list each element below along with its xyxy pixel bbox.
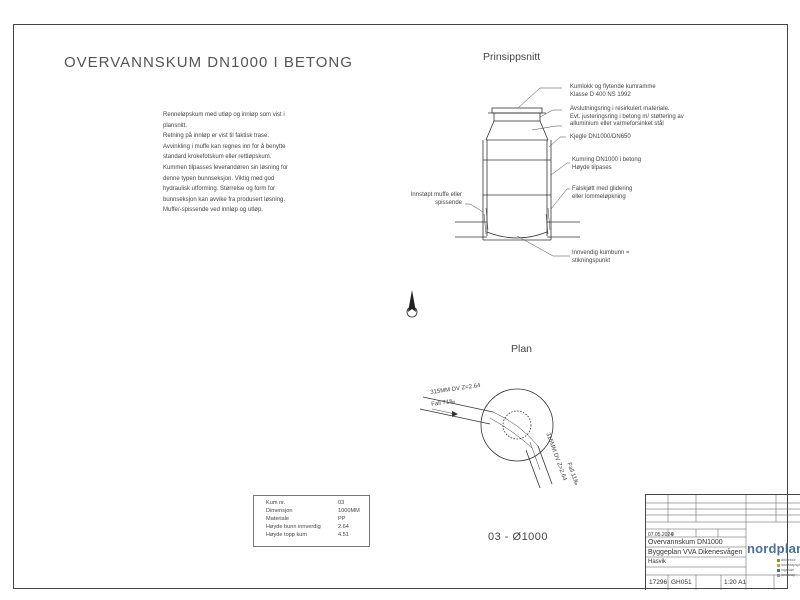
note-line: plansnitt. xyxy=(163,122,188,129)
note-line: hydraulisk utforming. Størrelse og form … xyxy=(163,186,276,193)
legend-item: ingeniør xyxy=(781,568,794,572)
tb-client: Hasvik xyxy=(648,559,667,565)
tb-rev: 0 xyxy=(671,532,674,538)
plan-heading: Plan xyxy=(511,343,533,355)
north-arrow-icon xyxy=(406,290,418,318)
note-line: Renneløpskum med utløp og innløp som vis… xyxy=(163,112,285,118)
tb-date: 07.05.2024 xyxy=(648,532,674,538)
note-line: denne typen bunnseksjon. Viktig med god xyxy=(163,175,275,182)
note-line: Retning på innløp er vist til faktisk tr… xyxy=(163,133,270,140)
label-invert: Innvendig kumbunn =stikningspunkt xyxy=(572,250,630,264)
section-heading: Prinsippsnitt xyxy=(483,51,541,63)
legend-item: arkitektur xyxy=(781,558,796,562)
nordplan-logo: nordplan xyxy=(747,541,800,556)
legend-dot xyxy=(777,574,780,577)
label-cone: Kjegle DN1000/DN650 xyxy=(570,134,631,140)
tb-drawing-title: Overvannskum DN1000 xyxy=(648,539,723,546)
drawing-frame xyxy=(13,24,788,589)
flow-arrow-icon xyxy=(452,411,458,417)
tb-project: Byggeplan VVA Dikenesvågen xyxy=(648,549,743,556)
manhole-id-label: 03 - Ø1000 xyxy=(488,531,549,543)
label-adjustment-ring: Avslutningsring i resirkulert materiale.… xyxy=(570,106,684,128)
legend-dot xyxy=(777,564,780,567)
legend-item: landskap xyxy=(781,573,796,577)
tb-drawing-no: GH051 xyxy=(671,579,692,586)
legend-dot xyxy=(777,559,780,562)
drawing-title: OVERVANNSKUM DN1000 I BETONG xyxy=(64,54,353,71)
tb-project-no: 17296 xyxy=(649,579,668,586)
note-line: standard krokefotskum eller rettløpskum. xyxy=(163,154,272,161)
legend-item: landskapsplan xyxy=(781,563,800,567)
note-line: bunnseksjon kan avvike fra produsert løs… xyxy=(163,196,286,203)
cone xyxy=(485,120,549,141)
note-line: Kummen tilpasses leverandøren sin løsnin… xyxy=(163,164,289,171)
property-row: Kum nr.03 xyxy=(266,500,345,506)
legend-dot xyxy=(777,569,780,572)
notes-block: Renneløpskum med utløp og innløp som vis… xyxy=(163,110,328,216)
tb-scale: 1:20 A1 xyxy=(724,579,747,586)
manhole-circle xyxy=(480,388,554,462)
note-line: Avvinkling i muffe kan regnes inn for å … xyxy=(163,143,286,150)
title-block-grid xyxy=(646,495,800,590)
note-line: Muffe/-spissende ved innløp og utløp. xyxy=(163,207,263,214)
title-block: 07.05.2024 0 Overvannskum DN1000 Byggepl… xyxy=(645,494,800,590)
